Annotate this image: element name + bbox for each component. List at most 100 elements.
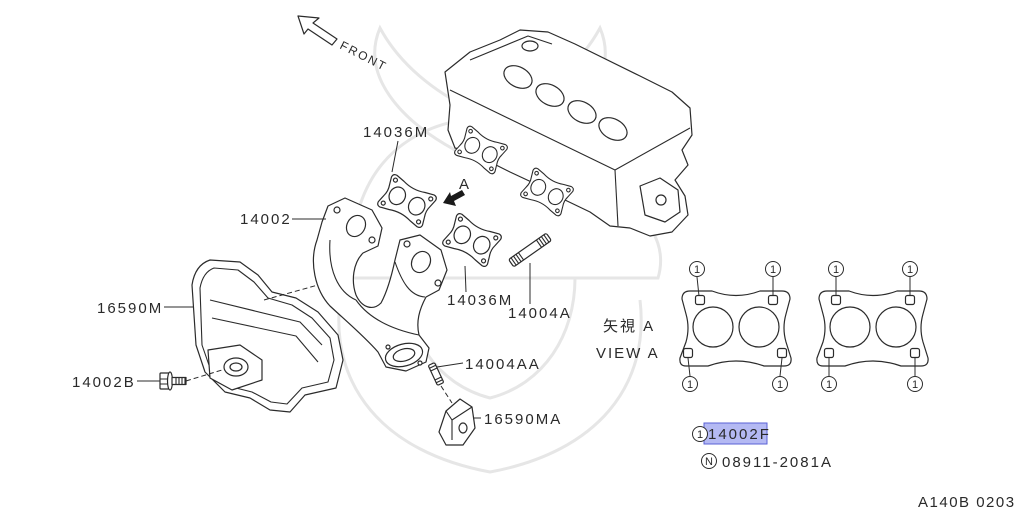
gasket-outline: [454, 125, 508, 175]
gasket-bolt-hole: [776, 347, 788, 359]
manifold-collector-line: [355, 299, 420, 336]
hole-callout-mark[interactable]: 1: [821, 376, 837, 392]
callout-mark-text: 1: [833, 264, 839, 276]
hole-callout-mark[interactable]: 1: [828, 261, 844, 277]
hole-callout-mark[interactable]: 1: [765, 261, 781, 277]
callout-gasket-lower[interactable]: 14036M: [447, 292, 513, 309]
callout-mark-text: 1: [826, 379, 832, 391]
gasket-outline: [520, 167, 574, 217]
exhaust-manifold: [312, 197, 448, 372]
callout-lower-insulator[interactable]: 16590MA: [484, 411, 562, 428]
heat-insulator-rib: [209, 299, 323, 346]
stud-thread: [510, 234, 550, 266]
callout-mark-text: 1: [770, 264, 776, 276]
gasket-port-hole: [875, 306, 917, 348]
callout-circle: [682, 376, 698, 392]
legend-item-nut[interactable]: N 08911-2081A: [701, 453, 833, 472]
gasket-bolt-hole: [480, 258, 487, 264]
gasket-bolt-hole: [428, 196, 434, 202]
gasket-port-hole: [407, 196, 426, 216]
gasket-bolt-hole: [445, 239, 451, 245]
gasket-bolt-hole: [500, 145, 505, 151]
manifold-stud: [508, 233, 552, 267]
leader-gasket-upper: [391, 140, 399, 173]
view-a-gasket-left: [679, 290, 792, 367]
callout-manifold[interactable]: 14002: [240, 211, 292, 228]
stud-thread: [429, 364, 443, 384]
lower-heat-insulator: [438, 398, 476, 446]
gasket-bolt-hole: [555, 208, 560, 214]
view-a-arrow-label: A: [459, 176, 471, 193]
hole-callout-mark[interactable]: 1: [772, 376, 788, 392]
manifold-runner-line: [394, 261, 426, 298]
front-arrow-icon: [297, 15, 338, 46]
assembly-line: [263, 284, 319, 301]
view-a-title-en: VIEW A: [596, 345, 660, 362]
gasket-bolt-hole: [392, 177, 399, 183]
head-gasket-1: [454, 125, 508, 175]
hole-callout-mark[interactable]: 1: [907, 376, 923, 392]
gasket-port-hole: [692, 306, 734, 348]
camshaft-boss: [521, 40, 539, 52]
callout-mark-text: 1: [687, 379, 693, 391]
gasket-bolt-hole: [468, 128, 473, 134]
legend-mark-circle: [701, 453, 717, 469]
manifold-flange-hole: [434, 279, 442, 287]
gasket-port-hole: [530, 178, 547, 196]
hole-callout-mark[interactable]: 1: [689, 261, 705, 277]
leader-outlet-stud: [436, 362, 464, 368]
callout-stud[interactable]: 14004A: [508, 305, 572, 322]
outlet-stud: [428, 362, 444, 386]
gasket-bolt-hole: [909, 347, 921, 359]
legend-item-stud-bolt[interactable]: 1 14002F: [692, 422, 771, 445]
leader-gasket-lower: [464, 265, 467, 293]
callout-circle: [907, 376, 923, 392]
gasket-outline: [377, 174, 437, 228]
callout-circle: [689, 261, 705, 277]
manifold-port: [345, 214, 367, 238]
callout-mark-text: 1: [694, 264, 700, 276]
manifold-flange-hole: [368, 236, 376, 244]
gasket-bolt-hole: [415, 219, 422, 225]
hole-callout-mark[interactable]: 1: [902, 261, 918, 277]
cylinder-head-corner: [614, 169, 619, 227]
diagram-code: A140B 0203: [918, 494, 1016, 511]
callout-bolt[interactable]: 14002B: [72, 374, 136, 391]
exhaust-gasket-upper: [377, 174, 437, 228]
heat-insulator-inner-edge: [199, 267, 335, 405]
gasket-port-hole: [829, 306, 871, 348]
manifold-outlet-hole: [385, 344, 391, 350]
manifold-flange-hole: [333, 206, 341, 214]
gasket-outline: [442, 213, 502, 267]
front-label: FRONT: [338, 38, 390, 74]
callout-outlet-stud[interactable]: 14004AA: [465, 356, 541, 373]
callout-heat-insulator[interactable]: 16590M: [97, 300, 163, 317]
gasket-bolt-hole: [830, 294, 842, 306]
gasket-bolt-hole: [767, 294, 779, 306]
head-bracket-hole: [655, 194, 667, 206]
gasket-port-hole: [738, 306, 780, 348]
gasket-bolt-hole: [380, 200, 386, 206]
legend-mark-circle: [692, 426, 708, 442]
gasket-bolt-hole: [682, 347, 694, 359]
heat-insulator: [191, 259, 344, 413]
gasket-port-hole: [547, 188, 564, 206]
callout-gasket-upper[interactable]: 14036M: [363, 124, 429, 141]
legend-mark-text: N: [705, 456, 713, 468]
gasket-bolt-hole: [694, 294, 706, 306]
bolt-thread: [175, 377, 186, 385]
manifold-flange-hole: [403, 240, 411, 248]
cylinder-bore: [567, 100, 597, 124]
cylinder-head-ridge: [469, 35, 553, 61]
manifold-outlet: [392, 347, 416, 363]
legend-part-number[interactable]: 08911-2081A: [722, 454, 833, 471]
head-gasket-2: [520, 167, 574, 217]
manifold-outline: [312, 197, 448, 372]
gasket-bolt-hole: [489, 166, 494, 172]
hole-callout-mark[interactable]: 1: [682, 376, 698, 392]
watermark-horn-left: [373, 24, 473, 152]
callout-mark-text: 1: [777, 379, 783, 391]
legend-mark-text: 1: [697, 429, 703, 441]
legend-part-number[interactable]: 14002F: [708, 426, 771, 443]
